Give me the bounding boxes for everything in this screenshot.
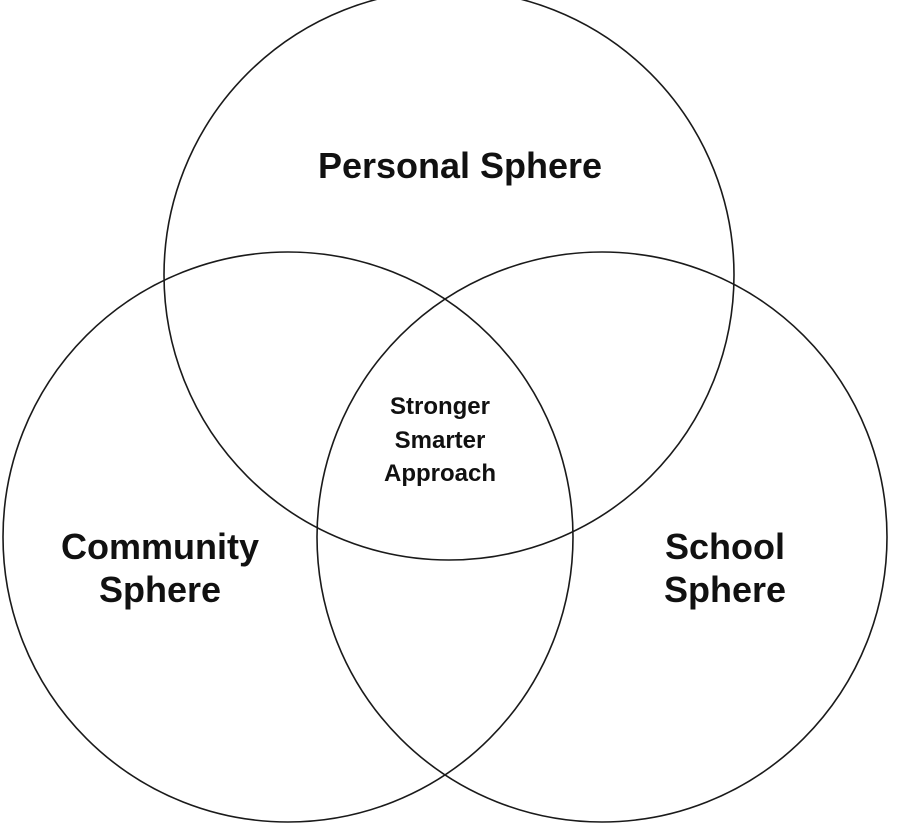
center-label-line-2: Smarter (394, 426, 486, 454)
center-label-line-3: Approach (383, 460, 496, 488)
school-sphere-circle (316, 251, 888, 823)
community-sphere-label-line-2: Sphere (98, 569, 222, 611)
center-label-line-1: Stronger (389, 393, 490, 420)
school-sphere-label-line-2: Sphere (663, 569, 787, 611)
school-sphere-label-line-1: School (664, 526, 785, 567)
community-sphere-circle (2, 251, 574, 823)
school-sphere-label: School Sphere (585, 525, 865, 611)
community-sphere-label: Community Sphere (20, 525, 300, 611)
personal-sphere-label-line: Personal Sphere (317, 145, 603, 186)
community-sphere-label-line-1: Community (61, 526, 259, 567)
personal-sphere-circle (163, 0, 735, 561)
personal-sphere-label: Personal Sphere (250, 144, 670, 187)
center-intersection-label: Stronger Smarter Approach (350, 390, 530, 491)
